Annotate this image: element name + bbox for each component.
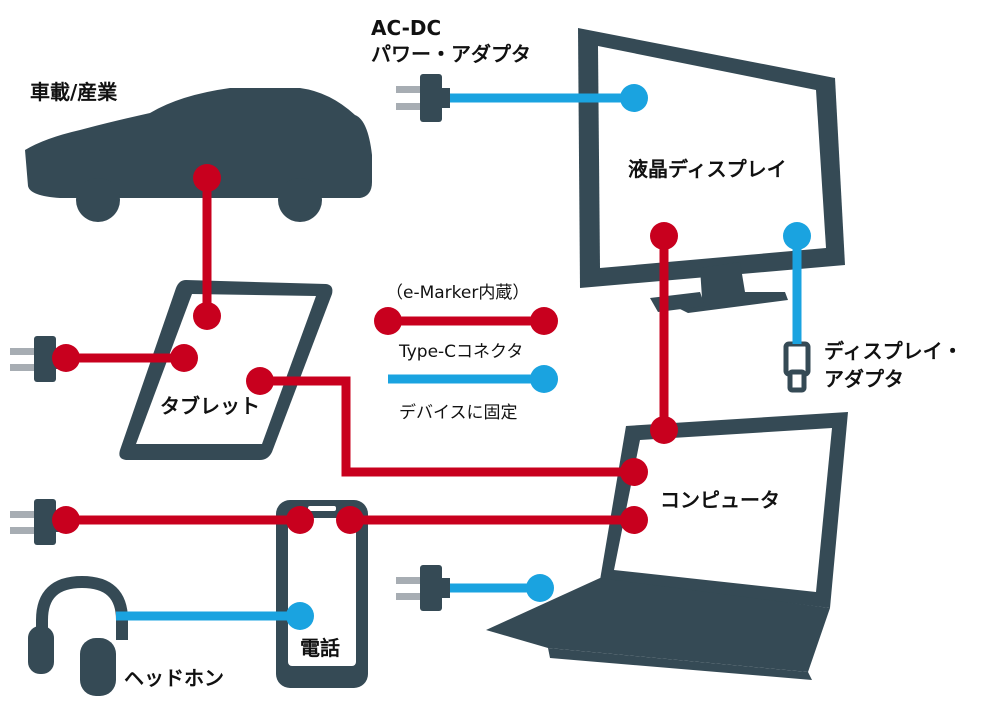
connector-dot [650, 416, 678, 444]
label-lcd-display: 液晶ディスプレイ [628, 157, 787, 181]
laptop-icon [486, 412, 848, 680]
label-computer: コンピュータ [660, 488, 780, 512]
label-display-adapter-2: アダプタ [824, 367, 904, 391]
connector-dot [336, 506, 364, 534]
label-headphones: ヘッドホン [124, 666, 224, 690]
display-adapter-icon [783, 341, 811, 393]
connector-dot [286, 602, 314, 630]
headphones-icon [28, 575, 128, 696]
label-phone: 電話 [300, 636, 340, 660]
blue-cables [116, 93, 802, 621]
connector-dot [783, 222, 811, 250]
legend-blue-dot [530, 365, 558, 393]
connector-dot [193, 164, 221, 192]
connector-dot [286, 506, 314, 534]
legend-red-dot [374, 307, 402, 335]
connector-dot [620, 84, 648, 112]
connector-dot [650, 222, 678, 250]
connector-dot [52, 344, 80, 372]
legend-typec-connector: Type-Cコネクタ [399, 342, 524, 362]
connector-dot [526, 574, 554, 602]
car-icon [25, 88, 372, 222]
connector-dot [620, 506, 648, 534]
connector-dot [620, 458, 648, 486]
power-plug-icon [396, 74, 450, 122]
connector-dot [246, 367, 274, 395]
label-ac-dc: AC-DC [371, 16, 442, 40]
red-cables [66, 178, 669, 525]
power-plug-icon [396, 565, 450, 611]
legend-emarker-note: （e-Marker内蔵） [386, 283, 530, 303]
tablet-icon [119, 280, 333, 460]
red-connector-dots [52, 164, 678, 534]
blue-connector-dots [286, 84, 811, 630]
connector-dot [193, 302, 221, 330]
legend-red-dot [530, 307, 558, 335]
label-car: 車載/産業 [30, 80, 118, 104]
label-tablet: タブレット [160, 394, 260, 418]
connector-dot [170, 344, 198, 372]
label-power-adapter: パワー・アダプタ [371, 42, 531, 66]
connector-dot [52, 506, 80, 534]
label-display-adapter-1: ディスプレイ・ [824, 339, 963, 363]
legend-device-fixed: デバイスに固定 [399, 403, 518, 423]
cable-tablet-computer [260, 376, 634, 477]
